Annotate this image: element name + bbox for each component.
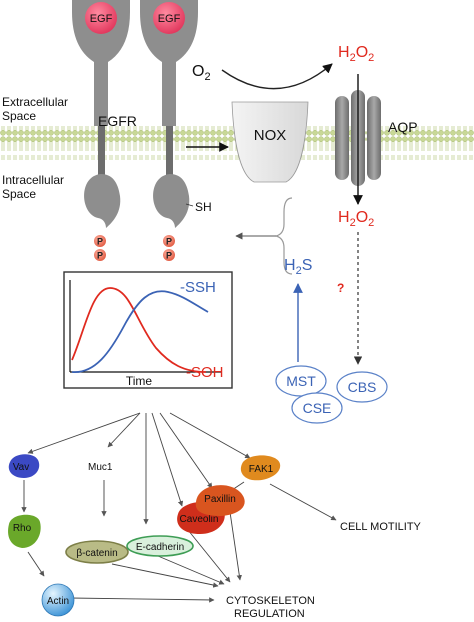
unknown-link-question-mark: ? [337,281,344,295]
ssh-label: -SSH [180,279,216,296]
soh-label: -SOH [186,364,224,381]
modification-time-plot: -SSH -SOH Time [63,271,233,389]
rho-protein: Rho [8,514,41,548]
svg-text:Actin: Actin [47,596,69,607]
paxillin-protein: Paxillin [195,485,245,516]
extracellular-space-label-2: Space [2,109,36,123]
cell-motility-label: CELL MOTILITY [340,521,422,533]
svg-text:Paxillin: Paxillin [204,494,236,505]
svg-text:P: P [97,237,103,247]
fak1-protein: FAK1 [240,455,281,481]
svg-text:CSE: CSE [303,400,332,416]
o2-to-h2o2-arrow [221,63,333,90]
cytoskeleton-regulation-label-2: REGULATION [234,608,305,620]
beta-catenin-protein: β-catenin [65,540,129,564]
nox-enzyme: NOX [231,101,309,183]
svg-text:CBS: CBS [348,379,377,395]
svg-text:P: P [166,237,172,247]
extracellular-space-label: Extracellular [2,95,68,109]
egfr-label: EGFR [98,113,137,129]
soh-curve [71,287,207,373]
mst-enzyme: MST [275,365,327,397]
pathway-arrows [21,480,337,603]
svg-text:E-cadherin: E-cadherin [136,542,184,553]
svg-text:Vav: Vav [13,462,30,473]
svg-text:EGF: EGF [90,13,113,25]
intracellular-space-label: Intracellular [2,173,64,187]
svg-text:MST: MST [286,373,316,389]
phospho-group: P P P P [94,235,175,261]
ssh-curve [71,290,209,373]
svg-text:Caveolin: Caveolin [180,514,219,525]
muc1-label: Muc1 [88,462,113,473]
svg-text:FAK1: FAK1 [249,464,274,475]
svg-text:P: P [97,251,103,261]
h2o2-intracellular-label: H2O2 [338,209,374,229]
egfr-receptor-right [140,0,198,228]
aquaporin-channel [335,90,381,186]
o2-label: O2 [192,63,211,83]
egf-ligand-left: EGF [85,2,117,34]
downstream-fan-arrows [27,412,251,525]
cytoskeleton-regulation-label: CYTOSKELETON [226,595,315,607]
time-axis-label: Time [126,374,153,388]
vav-protein: Vav [8,454,40,478]
svg-text:NOX: NOX [254,127,287,144]
cbs-enzyme: CBS [336,371,388,403]
egf-ligand-right: EGF [153,2,185,34]
e-cadherin-protein: E-cadherin [126,535,194,557]
h2o2-extracellular-label: H2O2 [338,44,374,64]
svg-text:P: P [166,251,172,261]
intracellular-space-label-2: Space [2,187,36,201]
aqp-label: AQP [388,119,418,135]
h2s-label: H2S [284,257,312,277]
svg-text:β-catenin: β-catenin [76,548,117,559]
svg-text:Rho: Rho [13,523,32,534]
sh-leader-line [185,203,194,207]
actin-protein: Actin [41,583,75,617]
svg-text:EGF: EGF [158,13,181,25]
cse-enzyme: CSE [291,392,343,424]
sh-label: SH [195,200,212,214]
egfr-receptor-left [72,0,130,228]
